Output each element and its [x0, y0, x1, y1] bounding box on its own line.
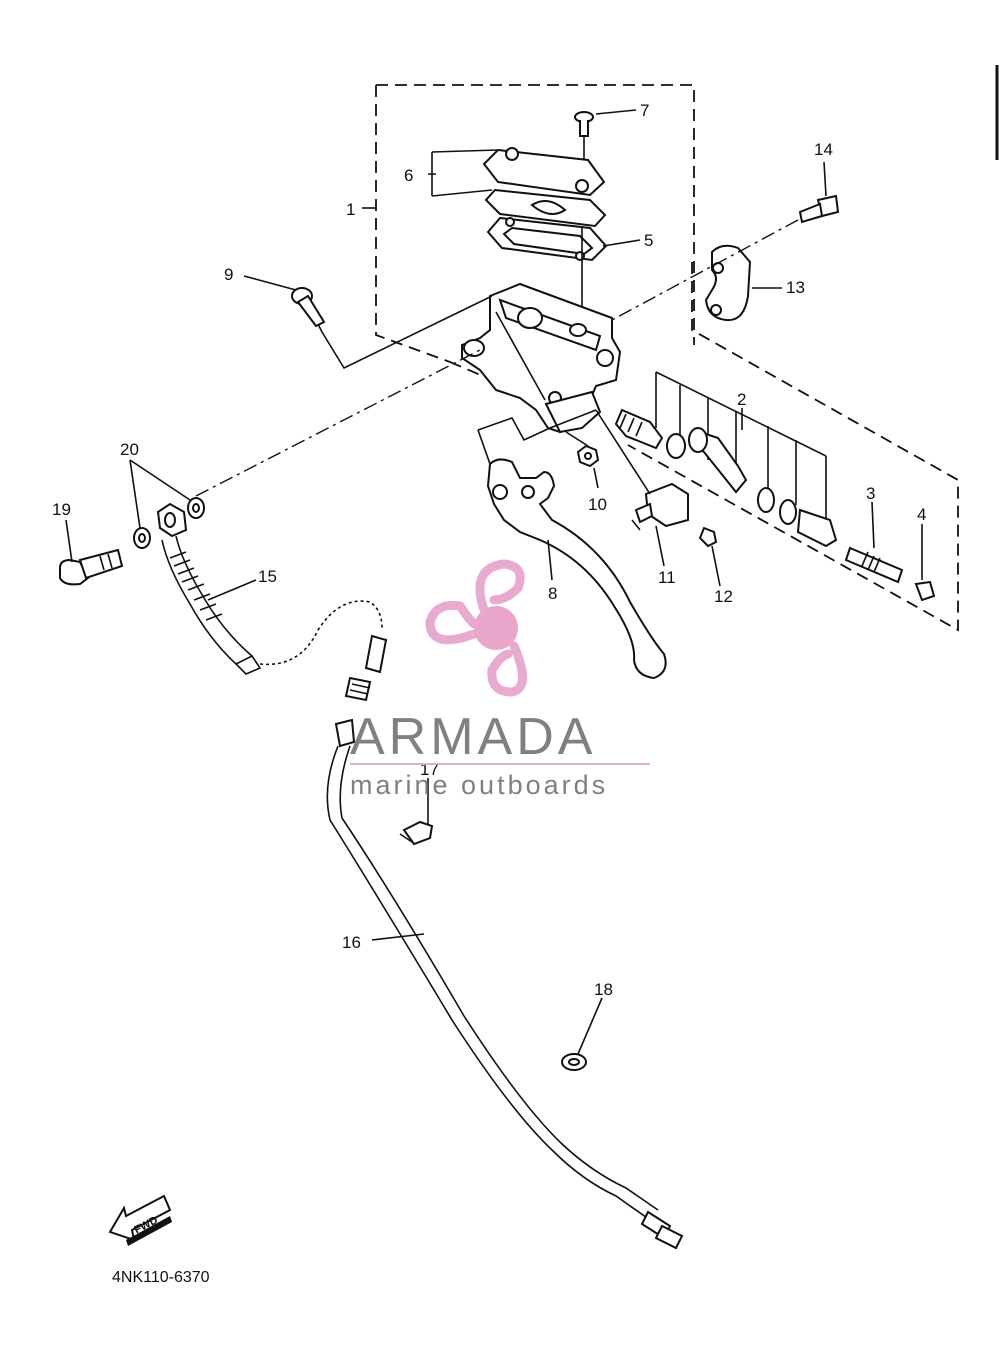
reservoir-cap-part-6: [482, 147, 607, 228]
callout-12: 12: [714, 587, 733, 606]
gasket-part-5: [486, 216, 608, 262]
holder-clamp-part-13: [704, 244, 752, 322]
clutch-pipe-part-16: [326, 634, 684, 1250]
clutch-switch-part-11: [631, 482, 689, 531]
clutch-lever-part-8: [477, 409, 667, 680]
master-cylinder-body: [461, 282, 622, 434]
armada-logo: ARMADA marine outboards: [350, 559, 650, 800]
callout-leaders: [65, 109, 923, 1055]
callout-15: 15: [258, 567, 277, 586]
screw-part-7: [574, 111, 594, 160]
callout-19: 19: [52, 500, 71, 519]
union-bolt-part-19: [59, 548, 124, 586]
callout-13: 13: [786, 278, 805, 297]
screw-part-12: [698, 526, 718, 548]
pipe-clamp-part-18: [561, 1053, 587, 1071]
callout-5: 5: [644, 231, 653, 250]
piston-kit-part-2: [614, 371, 838, 548]
boot-part-4: [914, 580, 936, 602]
copper-washer-part-20: [133, 497, 205, 549]
callout-2: 2: [737, 390, 746, 409]
callout-3: 3: [866, 484, 875, 503]
callout-1: 1: [346, 200, 355, 219]
watermark-tagline: marine outboards: [350, 770, 608, 800]
forward-arrow-icon: FWD: [108, 1194, 172, 1246]
callout-14: 14: [814, 140, 833, 159]
callout-6: 6: [404, 166, 413, 185]
clamp-bolt-part-14: [798, 194, 840, 224]
callout-10: 10: [588, 495, 607, 514]
callout-11: 11: [658, 568, 676, 587]
drawing-code: 4NK110-6370: [112, 1269, 210, 1286]
callout-16: 16: [342, 933, 361, 952]
callout-4: 4: [917, 505, 926, 524]
callout-8: 8: [548, 584, 557, 603]
callout-9: 9: [224, 265, 233, 284]
pivot-bolt-part-9: [291, 287, 326, 333]
assembly-outline-1: [375, 84, 695, 363]
propeller-icon: [425, 559, 527, 697]
callout-18: 18: [594, 980, 613, 999]
clutch-hose-part-15: [156, 502, 383, 675]
callout-numbers: 1 2 3 4 5 6 7 8 9 10 11 12 13 14 15 16 1…: [52, 101, 926, 999]
push-rod-part-3: [844, 546, 904, 584]
watermark-brand: ARMADA: [350, 708, 596, 766]
nut-part-10: [576, 444, 600, 468]
callout-20: 20: [120, 440, 139, 459]
callout-7: 7: [640, 101, 649, 120]
pipe-clip-part-17: [399, 820, 434, 846]
